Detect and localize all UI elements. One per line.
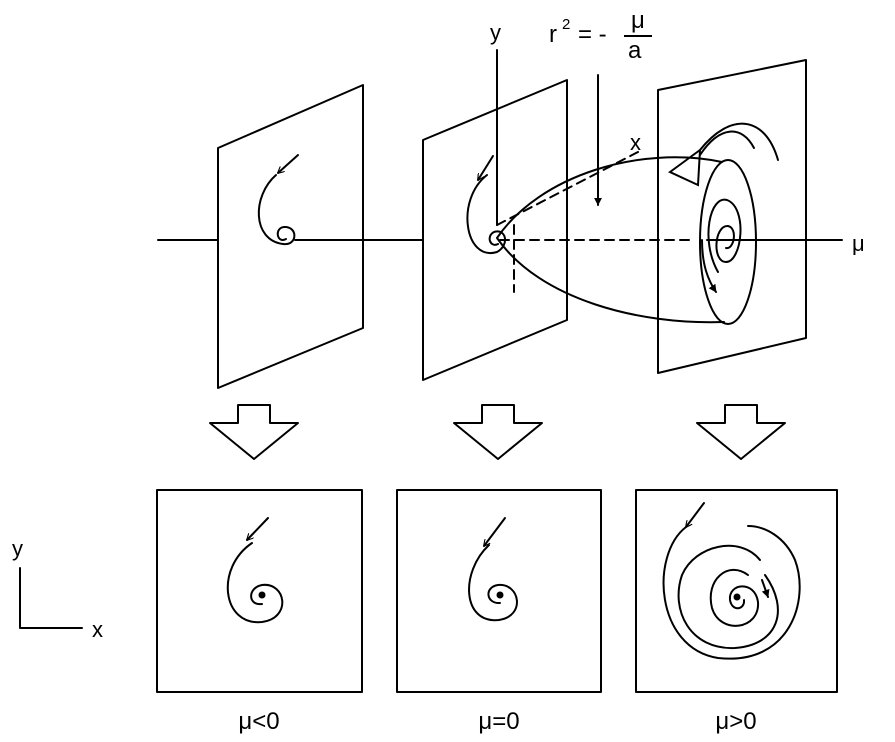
down-arrow-3 xyxy=(696,404,786,460)
caption-mu-zero: μ=0 xyxy=(478,708,519,735)
panel-mu-positive xyxy=(635,489,838,693)
plane-1-spiral xyxy=(257,174,296,246)
caption-mu-negative: μ<0 xyxy=(238,708,279,735)
plane-3-spiral xyxy=(707,198,742,273)
x-axis-dashed-line xyxy=(496,151,639,226)
limit-cycle-ellipse xyxy=(699,159,757,325)
plane-2-arrow xyxy=(478,155,494,180)
fixed-point-1 xyxy=(258,591,266,599)
down-arrow-2 xyxy=(453,404,543,460)
formula-exponent: 2 xyxy=(562,16,570,33)
fixed-point-2 xyxy=(496,591,504,599)
panel-3-outer-arrow xyxy=(686,502,705,527)
formula-denominator: a xyxy=(628,37,642,64)
panel-3-outer-spiral xyxy=(662,525,801,660)
formula-equals: = - xyxy=(578,21,607,48)
plane-mu-zero xyxy=(422,79,568,381)
rotation-arrow-outer xyxy=(699,122,779,161)
plane-mu-negative xyxy=(217,84,364,389)
paraboloid-outline xyxy=(496,156,725,324)
plane-mu-positive xyxy=(657,59,807,374)
caption-mu-positive: μ>0 xyxy=(715,708,756,735)
rotation-arrow-head xyxy=(668,147,702,187)
rotation-arrow-inner xyxy=(699,130,755,156)
panel-3-limit-cycle xyxy=(677,544,779,650)
formula-numerator: μ xyxy=(631,7,645,34)
panel-1-arrow xyxy=(247,517,269,540)
plane-3-inner-arrow xyxy=(701,239,717,293)
panel-mu-zero xyxy=(396,489,602,693)
corner-x-label: x xyxy=(92,617,103,642)
y-axis-label: y xyxy=(490,20,501,45)
panel-3-inner-spiral xyxy=(709,568,760,627)
panel-1-spiral xyxy=(226,542,284,624)
formula-r: r xyxy=(549,21,557,48)
panel-mu-negative xyxy=(156,489,363,693)
panel-3-inner-arrow xyxy=(761,579,770,598)
plane-1-arrow xyxy=(278,154,299,173)
corner-axes xyxy=(19,567,83,629)
mu-axis-label: μ xyxy=(852,231,865,256)
panel-2-spiral xyxy=(468,544,518,622)
fixed-point-3 xyxy=(733,593,741,601)
corner-y-label: y xyxy=(12,536,23,561)
panel-2-arrow xyxy=(484,517,506,546)
x-axis-label: x xyxy=(630,130,641,155)
down-arrow-1 xyxy=(209,404,299,460)
